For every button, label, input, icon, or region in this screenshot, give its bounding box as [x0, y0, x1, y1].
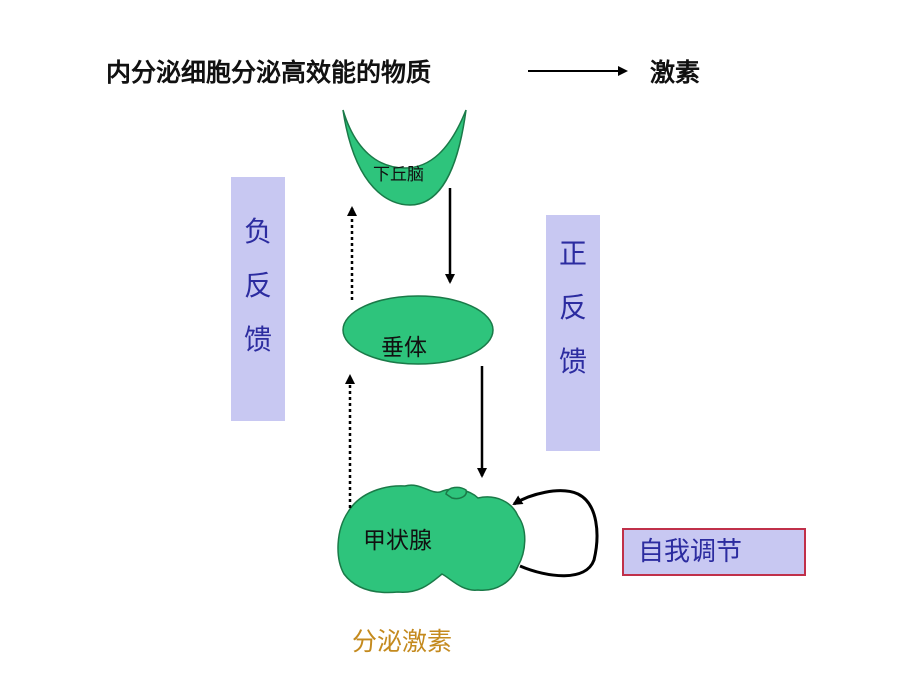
hypothalamus-shape [342, 109, 467, 206]
positive-feedback-char: 正 [558, 237, 587, 270]
thyroid-label: 甲状腺 [363, 528, 432, 554]
thyroid-shape [337, 484, 526, 594]
hormone-label: 激素 [650, 58, 701, 87]
diagram-title: 内分泌细胞分泌高效能的物质 [106, 58, 432, 87]
negative-feedback-char: 馈 [243, 323, 272, 356]
secretion-label: 分泌激素 [352, 627, 453, 656]
self-regulation-label: 自我调节 [622, 528, 806, 576]
positive-feedback-char: 馈 [558, 345, 587, 378]
thyroid-nub [445, 486, 468, 500]
self-regulation-loop-arrow [512, 489, 599, 578]
positive-feedback-label: 正 反 馈 [546, 215, 600, 451]
pituitary-label: 垂体 [381, 335, 427, 361]
negative-feedback-char: 负 [243, 215, 272, 248]
positive-feedback-char: 反 [558, 291, 587, 324]
negative-feedback-label: 负 反 馈 [231, 177, 285, 421]
pituitary-shape [342, 295, 494, 365]
negative-feedback-char: 反 [243, 269, 272, 302]
hypothalamus-label: 下丘脑 [373, 165, 424, 185]
